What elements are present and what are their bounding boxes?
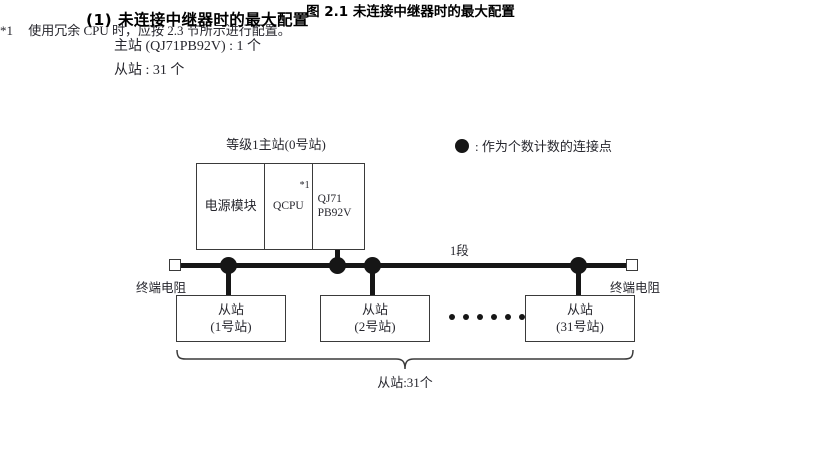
rack-cell-power-supply: 电源模块 [197,164,266,249]
terminator-left-icon [169,259,181,271]
footnote-text: 使用冗余 CPU 时，应按 2.3 节所示进行配置。 [28,23,291,38]
legend: : 作为个数计数的连接点 [455,136,612,155]
ellipsis-dot [505,314,511,320]
ellipsis-dot [519,314,525,320]
rack-cell-master-label-line2: PB92V [317,206,352,219]
ellipsis-dot [463,314,469,320]
slave-station-box-1: 从站 (1号站) [176,295,286,342]
legend-filled-circle-icon [455,138,469,153]
heading-block: (1) 未连接中继器时的最大配置 主站 (QJ71PB92V) : 1 个 从站… [86,8,686,81]
page-title: (1) 未连接中继器时的最大配置 [86,11,309,29]
figure-caption: 图 2.1 未连接中继器时的最大配置 [306,4,515,20]
master-rack-label: 等级1主站(0号站) [226,137,326,152]
terminator-left-label: 终端电阻 [136,281,187,295]
slave-station-box-2: 从站 (2号站) [320,295,430,342]
rack-cell-cpu: QCPU *1 [265,164,313,249]
ellipsis-dots-icon [449,314,525,320]
slave-station-name-31: 从站 [566,301,593,317]
drop-line-slave-2 [370,268,375,295]
segment-label: 1段 [450,244,469,258]
drop-line-slave-31 [576,268,581,295]
terminator-right-label: 终端电阻 [610,281,661,295]
slave-station-name-1: 从站 [217,301,244,317]
connection-node-master [329,257,346,274]
connection-node-slave-2 [364,257,381,274]
slave-station-box-31: 从站 (31号站) [525,295,635,342]
slave-station-number-1: (1号站) [210,318,252,334]
drop-line-slave-1 [226,268,231,295]
slave-count-brace [176,349,634,370]
slave-station-name-2: 从站 [361,301,388,317]
legend-label: : 作为个数计数的连接点 [475,139,612,154]
spec-line-master: 主站 (QJ71PB92V) : 1 个 [114,39,262,54]
slave-station-number-2: (2号站) [354,318,396,334]
rack-cell-master-module: QJ71 PB92V [313,164,364,249]
terminator-right-icon [626,259,638,271]
ellipsis-dot [449,314,455,320]
rack-cell-master-label-line1: QJ71 [317,193,342,206]
spec-line-slave: 从站 : 31 个 [114,62,185,78]
bus-trunk-line [178,263,626,268]
footnote: *1 使用冗余 CPU 时，应按 2.3 节所示进行配置。 [0,20,821,39]
rack-cell-cpu-label: QCPU [273,199,304,212]
ellipsis-dot [477,314,483,320]
ellipsis-dot [491,314,497,320]
rack-cell-power-label: 电源模块 [204,198,257,214]
connection-node-slave-31 [570,257,587,274]
slave-station-number-31: (31号站) [556,318,604,334]
slave-count-label: 从站:31个 [377,375,433,390]
cpu-footnote-mark: *1 [299,180,310,191]
connection-node-slave-1 [220,257,237,274]
footnote-mark: *1 [0,23,13,38]
master-rack: 电源模块 QCPU *1 QJ71 PB92V [196,163,365,250]
